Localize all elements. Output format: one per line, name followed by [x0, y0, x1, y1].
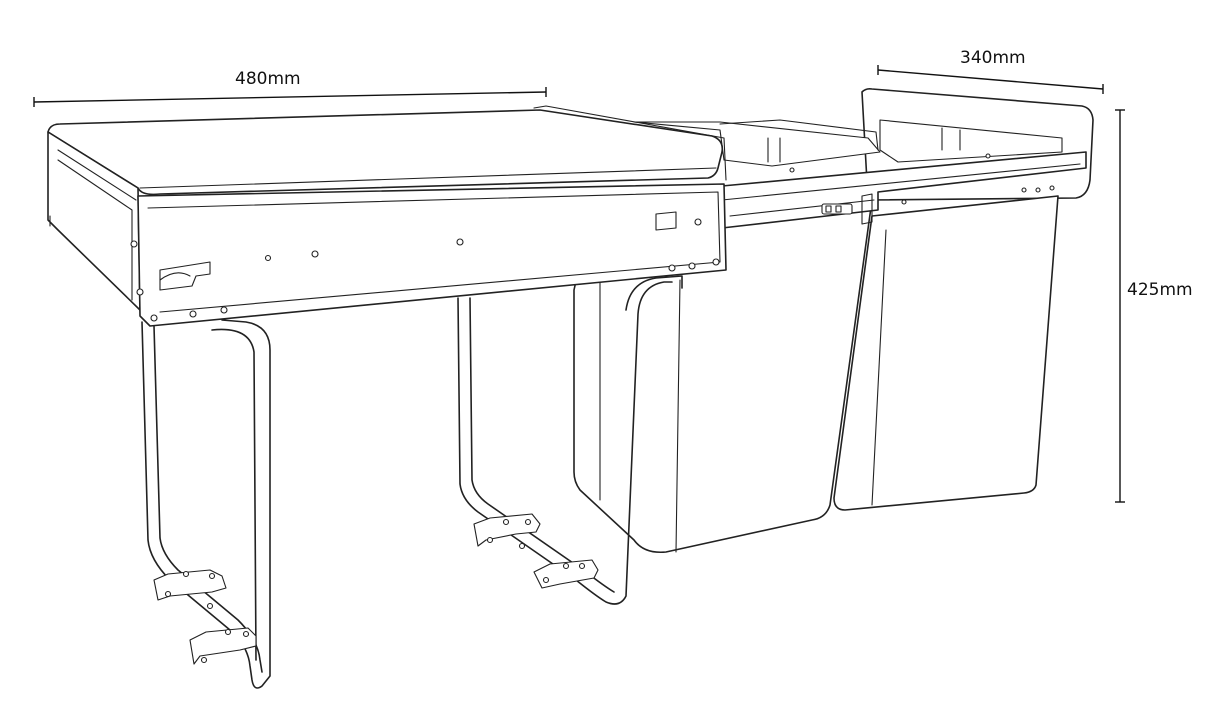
- height-dimension: 425mm: [1115, 109, 1193, 503]
- right-leg: [457, 275, 683, 605]
- width-dimension: 480mm: [33, 69, 547, 107]
- width-label: 480mm: [235, 69, 301, 89]
- height-label: 425mm: [1127, 280, 1193, 300]
- left-leg: [141, 319, 271, 689]
- depth-label: 340mm: [960, 48, 1026, 68]
- depth-dimension: 340mm: [877, 48, 1104, 94]
- frame-lid: [47, 105, 727, 327]
